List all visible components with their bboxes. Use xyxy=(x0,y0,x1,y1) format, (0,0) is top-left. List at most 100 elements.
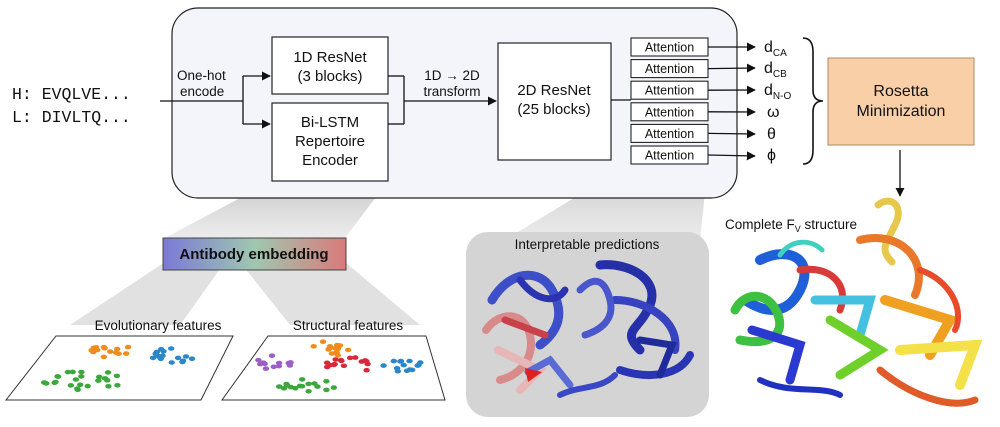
resnet-2d-title: 2D ResNet xyxy=(517,82,591,99)
attention-label-4: Attention xyxy=(645,105,694,119)
evo-orange-point xyxy=(123,351,129,356)
evo-green-point xyxy=(95,378,101,383)
evo-green-point xyxy=(114,374,120,379)
struct-green-point xyxy=(331,385,337,390)
struct-green-point xyxy=(305,382,311,387)
attention-label-1: Attention xyxy=(645,41,694,55)
output-brace xyxy=(803,38,823,164)
output-d-no: dN-O xyxy=(764,82,791,102)
evolutionary-plane xyxy=(6,336,233,400)
evo-orange-point xyxy=(107,349,113,354)
struct-green-point xyxy=(323,379,329,384)
evo-green-point xyxy=(68,383,74,388)
evo-green-point xyxy=(85,384,91,389)
resnet-1d-title: 1D ResNet xyxy=(293,49,367,66)
struct-blue-point xyxy=(401,363,407,368)
attention-label-3: Attention xyxy=(645,84,694,98)
evo-green-point xyxy=(41,380,47,385)
struct-orange-point xyxy=(320,339,326,344)
struct-blue-point xyxy=(398,359,404,364)
struct-green-point xyxy=(311,381,317,386)
evo-orange-point xyxy=(125,345,131,350)
struct-green-point xyxy=(283,382,289,387)
struct-purple-point xyxy=(286,361,292,366)
evo-orange-point xyxy=(114,347,120,352)
struct-green-point xyxy=(323,388,329,393)
attention-arrow-2 xyxy=(708,68,755,69)
output-phi: ϕ xyxy=(767,147,776,164)
struct-red-point xyxy=(331,363,337,368)
struct-red-point xyxy=(347,356,353,361)
struct-purple-point xyxy=(255,358,261,363)
structure-title: Complete FV structure xyxy=(725,217,857,234)
resnet-2d-subtitle: (25 blocks) xyxy=(517,101,590,118)
rosetta-block xyxy=(828,58,974,145)
evo-green-point xyxy=(105,370,111,375)
light-chain-sequence: L: DIVLTQ... xyxy=(12,108,131,127)
embedding-funnel-right xyxy=(240,262,420,325)
attention-label-6: Attention xyxy=(645,149,694,163)
struct-blue-point xyxy=(406,359,412,364)
struct-red-point xyxy=(338,359,344,364)
onehot-label-line2: encode xyxy=(180,84,224,99)
evo-blue-point xyxy=(180,359,186,364)
resnet-1d-subtitle: (3 blocks) xyxy=(297,68,362,85)
evo-green-point xyxy=(73,377,79,382)
evo-orange-point xyxy=(115,351,121,356)
evo-orange-point xyxy=(101,355,107,360)
attention-label-2: Attention xyxy=(645,62,694,76)
evo-green-point xyxy=(78,370,84,375)
struct-red-point xyxy=(341,364,347,369)
structural-features-label: Structural features xyxy=(293,318,404,333)
struct-orange-point xyxy=(325,347,331,352)
evo-green-point xyxy=(52,380,58,385)
transform-label-line2: transform xyxy=(423,84,480,99)
evo-green-point xyxy=(78,374,84,379)
struct-blue-point xyxy=(391,359,397,364)
predictions-title: Interpretable predictions xyxy=(515,237,660,252)
struct-red-point xyxy=(363,368,369,373)
rosetta-line2: Minimization xyxy=(857,103,946,120)
struct-red-point xyxy=(324,361,330,366)
struct-blue-point xyxy=(415,363,421,368)
struct-blue-point xyxy=(380,363,386,368)
struct-green-point xyxy=(292,386,298,391)
struct-purple-point xyxy=(276,364,282,369)
evo-blue-point xyxy=(169,360,175,365)
struct-green-point xyxy=(299,377,305,382)
evo-blue-point xyxy=(168,346,174,351)
evo-green-point xyxy=(104,378,110,383)
struct-blue-point xyxy=(394,366,400,371)
evo-green-point xyxy=(70,370,76,375)
struct-red-point xyxy=(332,357,338,362)
antibody-embedding-title: Antibody embedding xyxy=(179,246,328,263)
bilstm-line1: Bi-LSTM xyxy=(301,114,359,131)
evo-blue-point xyxy=(189,356,195,361)
evo-green-point xyxy=(77,383,83,388)
struct-green-point xyxy=(305,389,311,394)
heavy-chain-sequence: H: EVQLVE... xyxy=(12,85,131,104)
struct-orange-point xyxy=(345,348,351,353)
output-d-cb: dCB xyxy=(764,60,787,80)
struct-orange-point xyxy=(333,350,339,355)
bilstm-line2: Repertoire xyxy=(295,133,365,150)
rosetta-line1: Rosetta xyxy=(873,83,928,100)
transform-label-line1: 1D → 2D xyxy=(424,68,480,83)
evo-green-point xyxy=(75,387,81,392)
evo-blue-point xyxy=(158,347,164,352)
struct-orange-point xyxy=(311,344,317,349)
struct-red-point xyxy=(362,358,368,363)
evo-orange-point xyxy=(101,345,107,350)
attention-arrow-5 xyxy=(708,133,755,134)
evo-green-point xyxy=(105,384,111,389)
evo-orange-point xyxy=(91,346,97,351)
onehot-label-line1: One-hot xyxy=(177,68,226,83)
output-d-ca: dCA xyxy=(764,39,787,59)
evo-green-point xyxy=(114,383,120,388)
evolutionary-features-label: Evolutionary features xyxy=(95,318,222,333)
struct-purple-point xyxy=(263,366,269,371)
bilstm-line3: Encoder xyxy=(302,152,358,169)
attention-label-5: Attention xyxy=(645,127,694,141)
